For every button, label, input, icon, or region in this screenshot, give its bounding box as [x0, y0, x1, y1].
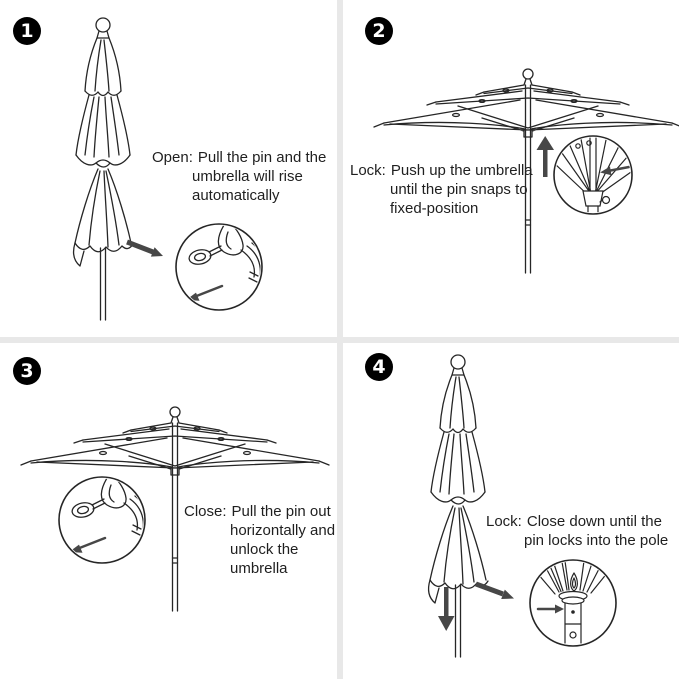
- hub-pin-detail: [555, 137, 631, 213]
- step-panel-open: 1: [0, 0, 339, 339]
- instruction-line: automatically: [192, 187, 280, 204]
- close-down-arrow: [438, 587, 455, 631]
- step-panel-lock-down: 4: [340, 340, 679, 679]
- magnifier-circle: [553, 135, 633, 215]
- instruction-line: fixed-position: [390, 200, 479, 217]
- step-number-badge: 1: [13, 17, 41, 45]
- pin-pointer-arrow: [536, 604, 564, 614]
- step-number-badge: 2: [365, 17, 393, 45]
- instruction-label: Lock:: [350, 162, 386, 179]
- closed-umbrella-drawing: [72, 17, 263, 321]
- instruction-line: unlock the: [230, 541, 299, 558]
- instruction-line: Pull the pin and the: [197, 149, 327, 166]
- instruction-text: Close:Pull the pin out horizontally and …: [184, 502, 335, 578]
- arrow-to-magnifier: [475, 581, 514, 599]
- open-umbrella-drawing: [20, 406, 330, 612]
- instruction-label: Open:: [152, 149, 193, 166]
- instruction-text: Lock:Close down until the pin locks into…: [486, 512, 668, 550]
- instruction-line: horizontally and: [230, 522, 336, 539]
- pole-pin-detail: [536, 561, 609, 644]
- step-number-badge: 4: [365, 353, 393, 381]
- instruction-text: Lock:Push up the umbrella until the pin …: [350, 161, 533, 218]
- closed-umbrella: [427, 354, 489, 658]
- step-panel-close: 3 Close:Pull the pin ou: [0, 340, 339, 679]
- instruction-line: Close down until the: [526, 513, 662, 530]
- step-number-badge: 3: [13, 357, 41, 385]
- arrow-to-magnifier: [126, 239, 163, 257]
- magnifier-circle: [175, 223, 263, 311]
- instruction-line: until the pin snaps to: [390, 181, 528, 198]
- open-umbrella-drawing: [373, 68, 679, 274]
- instruction-line: umbrella: [230, 560, 288, 577]
- magnifier-circle: [58, 476, 146, 564]
- instruction-line: Push up the umbrella: [390, 162, 533, 179]
- step-panel-lock-up: 2: [340, 0, 679, 339]
- instruction-line: Pull the pin out: [231, 503, 331, 520]
- instruction-line: pin locks into the pole: [524, 532, 669, 549]
- horizontal-divider: [0, 337, 679, 343]
- instruction-label: Lock:: [486, 513, 522, 530]
- push-up-arrow: [536, 136, 554, 177]
- instruction-label: Close:: [184, 503, 227, 520]
- closed-umbrella: [72, 17, 134, 321]
- pin-pointer-arrow: [600, 165, 631, 176]
- instruction-text: Open:Pull the pin and the umbrella will …: [152, 148, 326, 205]
- closed-umbrella-drawing: [427, 354, 617, 658]
- instruction-line: umbrella will rise: [192, 168, 303, 185]
